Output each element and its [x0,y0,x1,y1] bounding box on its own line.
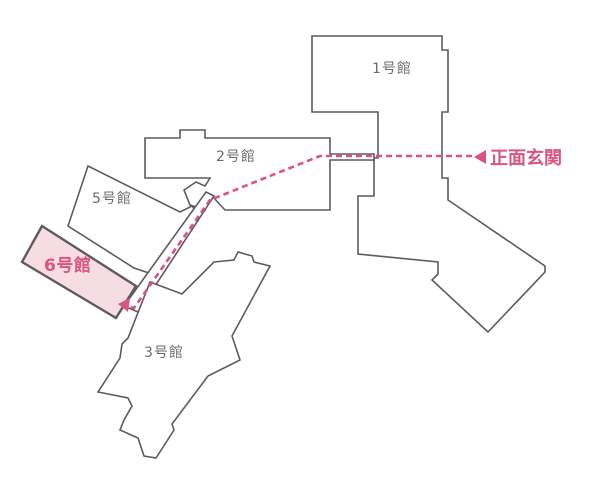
main-entrance-marker[interactable]: 正面玄関 [474,145,562,169]
building-3-label: 3号館 [144,345,184,361]
route-path [118,154,472,312]
building-1-label: 1号館 [372,61,412,77]
main-entrance-label: 正面玄関 [490,148,562,169]
building-2-label: 2号館 [216,149,256,165]
building-6-label: 6号館 [44,256,92,276]
building-2-outline[interactable] [144,129,375,211]
building-1-outline[interactable] [311,35,546,334]
building-5-label: 5号館 [92,191,132,207]
triangle-left-icon [474,150,486,164]
building-3-outline[interactable] [96,251,272,459]
building-6-outline[interactable] [20,224,138,320]
